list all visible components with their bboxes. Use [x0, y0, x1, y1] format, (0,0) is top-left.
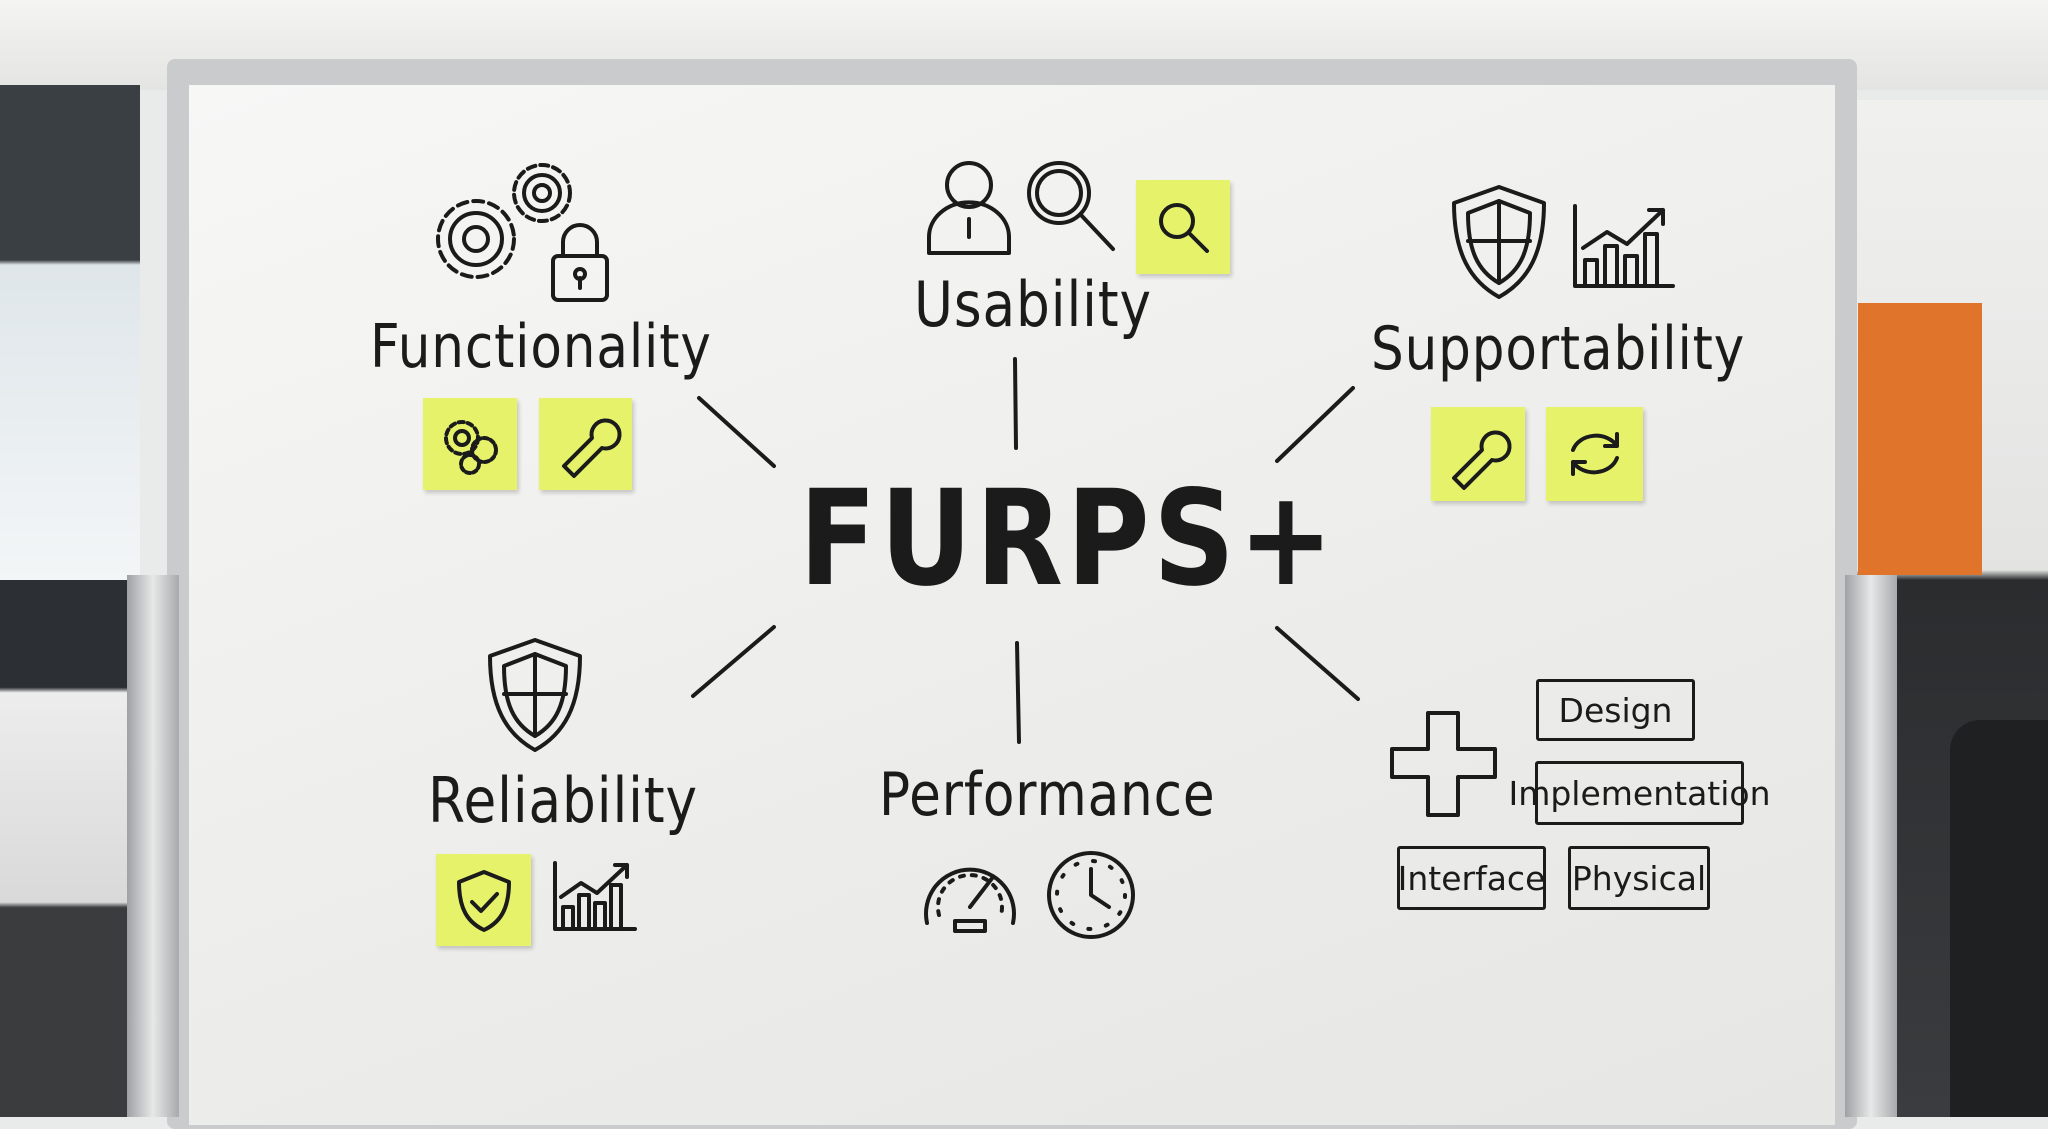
sticky-note-refresh — [1546, 407, 1643, 501]
office-window — [0, 85, 140, 585]
label-supportability: Supportability — [1371, 314, 1746, 384]
stand-leg-left — [127, 575, 179, 1117]
user-icon — [927, 161, 1011, 255]
wrench-icon — [1452, 430, 1512, 490]
gauge-icon — [924, 867, 1016, 933]
sticky-note-shield-check — [436, 854, 531, 946]
refresh-icon — [1570, 432, 1619, 476]
shield-check-icon — [456, 870, 511, 932]
whiteboard — [189, 85, 1835, 1125]
sticky-note-wrench — [539, 398, 632, 490]
bar-chart-icon — [1573, 204, 1675, 288]
plus-item-implementation: Implementation — [1508, 761, 1771, 825]
gears-icon — [444, 420, 498, 475]
magnifier-icon — [1027, 161, 1115, 251]
label-usability: Usability — [914, 268, 1152, 341]
plus-item-design: Design — [1536, 679, 1695, 741]
wrench-icon — [561, 418, 621, 478]
sticky-note-magnifier — [1136, 180, 1230, 274]
diagram-title: FURPS+ — [799, 462, 1337, 616]
gears-icon — [436, 163, 572, 279]
bar-chart-icon — [553, 861, 637, 931]
label-performance: Performance — [879, 760, 1216, 830]
lock-icon — [551, 223, 609, 302]
orange-wall — [1858, 303, 1982, 575]
magnifier-icon — [1159, 203, 1209, 253]
sticky-note-gears — [423, 398, 517, 490]
label-reliability: Reliability — [428, 764, 698, 837]
plus-icon — [1390, 711, 1497, 817]
plus-item-physical: Physical — [1568, 846, 1710, 910]
clock-icon — [1047, 851, 1135, 939]
stand-leg-right — [1845, 575, 1897, 1117]
shield-icon — [1452, 185, 1546, 299]
shield-icon — [488, 638, 582, 752]
label-functionality: Functionality — [370, 312, 712, 382]
office-chair — [1950, 720, 2048, 1117]
sticky-note-wrench — [1431, 407, 1525, 501]
plus-item-interface: Interface — [1397, 846, 1546, 910]
